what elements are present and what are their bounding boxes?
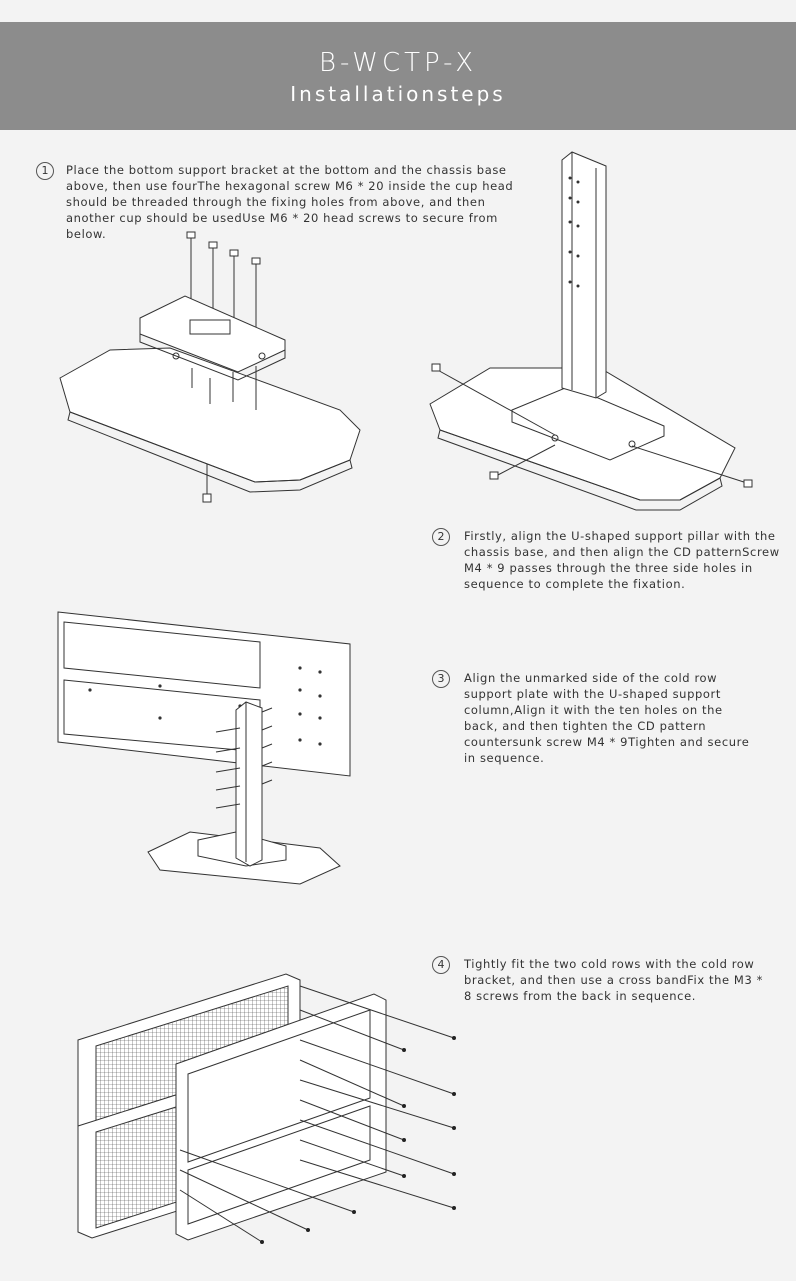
- step-1-number: 1: [36, 162, 54, 180]
- product-title: B-WCTP-X: [318, 48, 478, 78]
- step-1-text: Place the bottom support bracket at the …: [66, 163, 514, 241]
- step-4-text: Tightly fit the two cold rows with the c…: [464, 957, 763, 1003]
- step-3-text: Align the unmarked side of the cold row …: [464, 671, 750, 765]
- page-subtitle: Installationsteps: [290, 82, 506, 106]
- step-2-text: Firstly, align the U-shaped support pill…: [464, 529, 780, 591]
- title-banner: B-WCTP-X Installationsteps: [0, 22, 796, 130]
- step-2-number: 2: [432, 528, 450, 546]
- step-4-number: 4: [432, 956, 450, 974]
- step-3-number: 3: [432, 670, 450, 688]
